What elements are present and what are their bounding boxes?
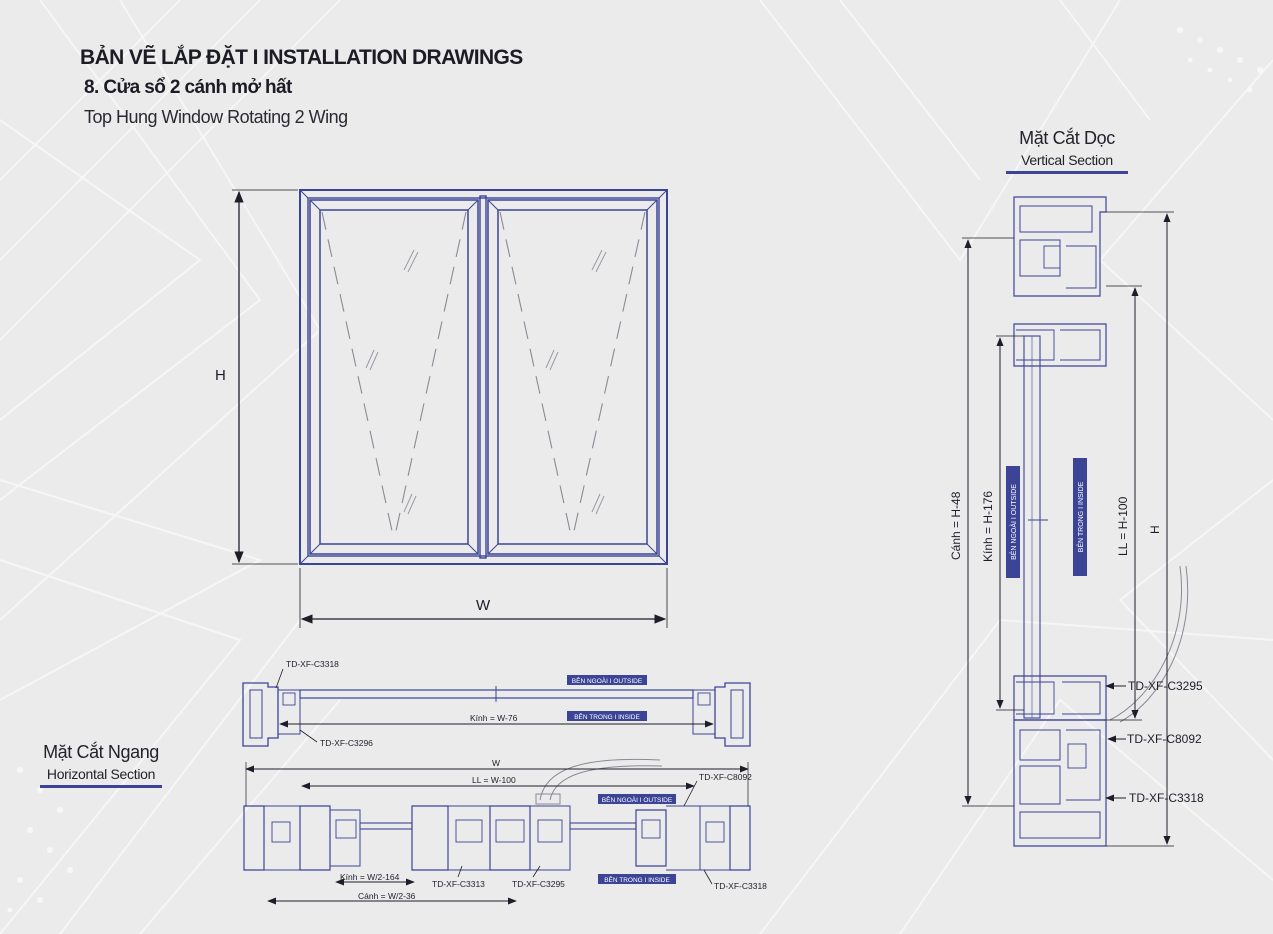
hs-bottom-code-c3295: TD-XF-C3295 [512, 879, 565, 889]
hs-top-outside-label: BÊN NGOÀI I OUTSIDE [572, 676, 643, 685]
window-elevation [299, 189, 668, 565]
horizontal-section-underline [40, 785, 162, 788]
horizontal-section-top-dimensions [275, 668, 714, 743]
inner-frame [307, 197, 660, 557]
vs-code-c3318: TD-XF-C3318 [1129, 791, 1204, 805]
vertical-section-underline [1006, 171, 1128, 174]
horizontal-section-title: Mặt Cắt Ngang Horizontal Section [40, 742, 162, 788]
glass-hatch [365, 249, 607, 515]
horizontal-section-title-en: Horizontal Section [46, 766, 156, 782]
vertical-section-title-vn: Mặt Cắt Dọc [1019, 128, 1115, 148]
vertical-section [1013, 196, 1189, 847]
width-label: W [476, 597, 491, 614]
hs-bottom-code-c3313: TD-XF-C3313 [432, 879, 485, 889]
vs-code-c3295: TD-XF-C3295 [1128, 679, 1203, 693]
vs-h-dim: H [1148, 525, 1162, 534]
page-subtitle-en: Top Hung Window Rotating 2 Wing [84, 107, 348, 127]
hs-top-inside-label: BÊN TRONG I INSIDE [574, 712, 640, 721]
page-subtitle-vn: 8. Cửa sổ 2 cánh mở hất [84, 77, 292, 98]
hs-bottom-outside-tag [598, 794, 676, 804]
vertical-section-title-en: Vertical Section [1021, 152, 1113, 168]
hs-top-outside-tag [567, 675, 647, 685]
vs-outside-tag [1006, 466, 1020, 578]
right-sash [487, 199, 658, 555]
vs-inside-label: BÊN TRONG I INSIDE [1076, 481, 1085, 552]
hs-top-inside-tag [567, 711, 647, 721]
vertical-section-title: Mặt Cắt Dọc Vertical Section [1006, 128, 1128, 174]
hs-top-glass-dim: Kính = W-76 [470, 713, 518, 723]
mullion [479, 195, 487, 559]
vs-sash-dim: Cánh = H-48 [949, 491, 963, 560]
vs-inside-tag [1073, 458, 1087, 576]
hs-bottom-glass-dim: Kính = W/2-164 [340, 872, 400, 882]
vertical-section-dimensions [962, 211, 1174, 847]
hs-top-code-c3296: TD-XF-C3296 [320, 738, 373, 748]
horizontal-section-title-vn: Mặt Cắt Ngang [43, 742, 159, 762]
hs-bottom-inside-tag [598, 874, 676, 884]
horizontal-section-bottom [243, 758, 751, 871]
opening-indicators [321, 211, 646, 541]
hs-bottom-code-c3318: TD-XF-C3318 [714, 881, 767, 891]
hs-bottom-outside-label: BÊN NGOÀI I OUTSIDE [602, 795, 673, 804]
horizontal-section-top [242, 682, 751, 747]
left-sash [309, 199, 479, 555]
vs-code-c8092: TD-XF-C8092 [1127, 732, 1202, 746]
vs-ll-dim: LL = H-100 [1116, 496, 1130, 556]
horizontal-section-bottom-dimensions [245, 762, 749, 905]
hs-bottom-code-c8092: TD-XF-C8092 [699, 772, 752, 782]
hs-bottom-sash-dim: Cánh = W/2-36 [358, 891, 416, 901]
vs-glass-dim: Kính = H-176 [981, 491, 995, 562]
hs-bottom-w-dim: W [492, 758, 500, 768]
hs-bottom-inside-label: BÊN TRONG I INSIDE [604, 875, 670, 884]
hs-bottom-ll-dim: LL = W-100 [472, 775, 516, 785]
hs-top-code-c3318: TD-XF-C3318 [286, 659, 339, 669]
vs-outside-label: BÊN NGOÀI I OUTSIDE [1009, 484, 1018, 560]
outer-frame [299, 189, 668, 565]
page-title: BẢN VẼ LẮP ĐẶT I INSTALLATION DRAWINGS [80, 46, 523, 69]
elevation-dimensions [232, 189, 668, 628]
height-label: H [215, 367, 226, 384]
